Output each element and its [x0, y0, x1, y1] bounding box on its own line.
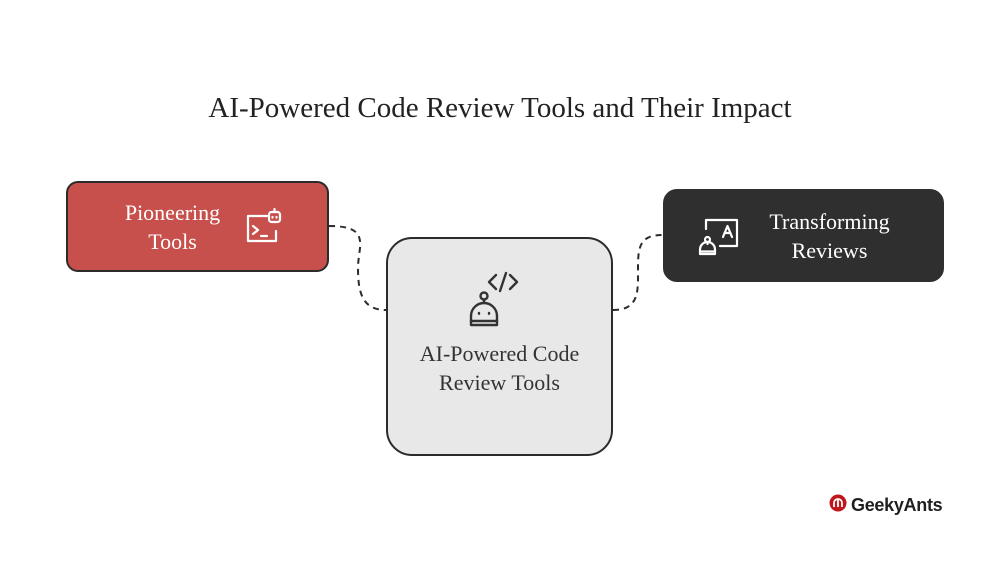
geekyants-logo-icon — [829, 494, 847, 517]
brand-logo: GeekyAnts — [829, 494, 943, 517]
node-label-transforming-reviews: Transforming Reviews — [769, 208, 890, 263]
diagram-title: AI-Powered Code Review Tools and Their I… — [208, 92, 792, 124]
brand-name: GeekyAnts — [851, 494, 943, 515]
node-pioneering-tools: Pioneering Tools — [66, 181, 329, 272]
terminal-bot-icon — [243, 207, 283, 247]
node-label-pioneering-tools: Pioneering Tools — [124, 199, 221, 254]
node-label-ai-code-review-tools: AI-Powered Code Review Tools — [419, 341, 580, 395]
node-ai-code-review-tools: AI-Powered Code Review Tools — [386, 237, 613, 456]
connector-right — [612, 234, 664, 311]
connector-left — [328, 225, 387, 311]
robot-code-icon — [468, 265, 532, 331]
user-ai-icon — [698, 215, 740, 257]
node-transforming-reviews: Transforming Reviews — [663, 189, 944, 282]
